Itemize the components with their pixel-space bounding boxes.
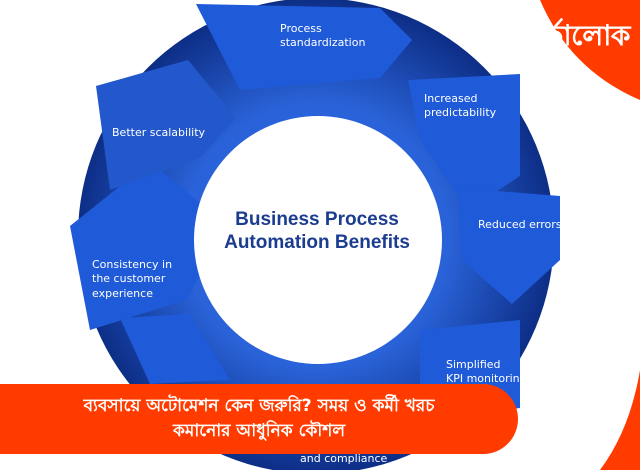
segment-label: Process standardization <box>280 22 366 50</box>
brand-logo: বার্তালোক <box>519 19 630 52</box>
segment-label: Simplified KPI monitoring <box>446 358 527 386</box>
arrow-segment <box>196 4 412 90</box>
arrow-segment <box>70 162 228 330</box>
brand-corner-shape-bottom <box>600 370 640 470</box>
segment-label: Increased predictability <box>424 92 497 120</box>
segment-label: and compliance <box>300 452 388 465</box>
headline-text: ব্যবসায়ে অটোমেশন কেন জরুরি? সময় ও কর্ম… <box>83 396 435 441</box>
arrow-segment <box>96 60 236 190</box>
diagram-title: Business Process Automation Benefits <box>224 209 410 254</box>
brand-corner-shape <box>540 0 640 100</box>
segment-label: Better scalability <box>112 126 206 139</box>
segment-label: Consistency in the customer experience <box>92 258 173 300</box>
arrow-segment <box>458 188 560 304</box>
arrow-segment <box>408 74 520 210</box>
headline-banner: ব্যবসায়ে অটোমেশন কেন জরুরি? সময় ও কর্ম… <box>0 384 518 454</box>
segment-label: Reduced errors <box>478 218 562 231</box>
arrow-segment <box>120 314 230 384</box>
center-circle <box>194 116 442 364</box>
